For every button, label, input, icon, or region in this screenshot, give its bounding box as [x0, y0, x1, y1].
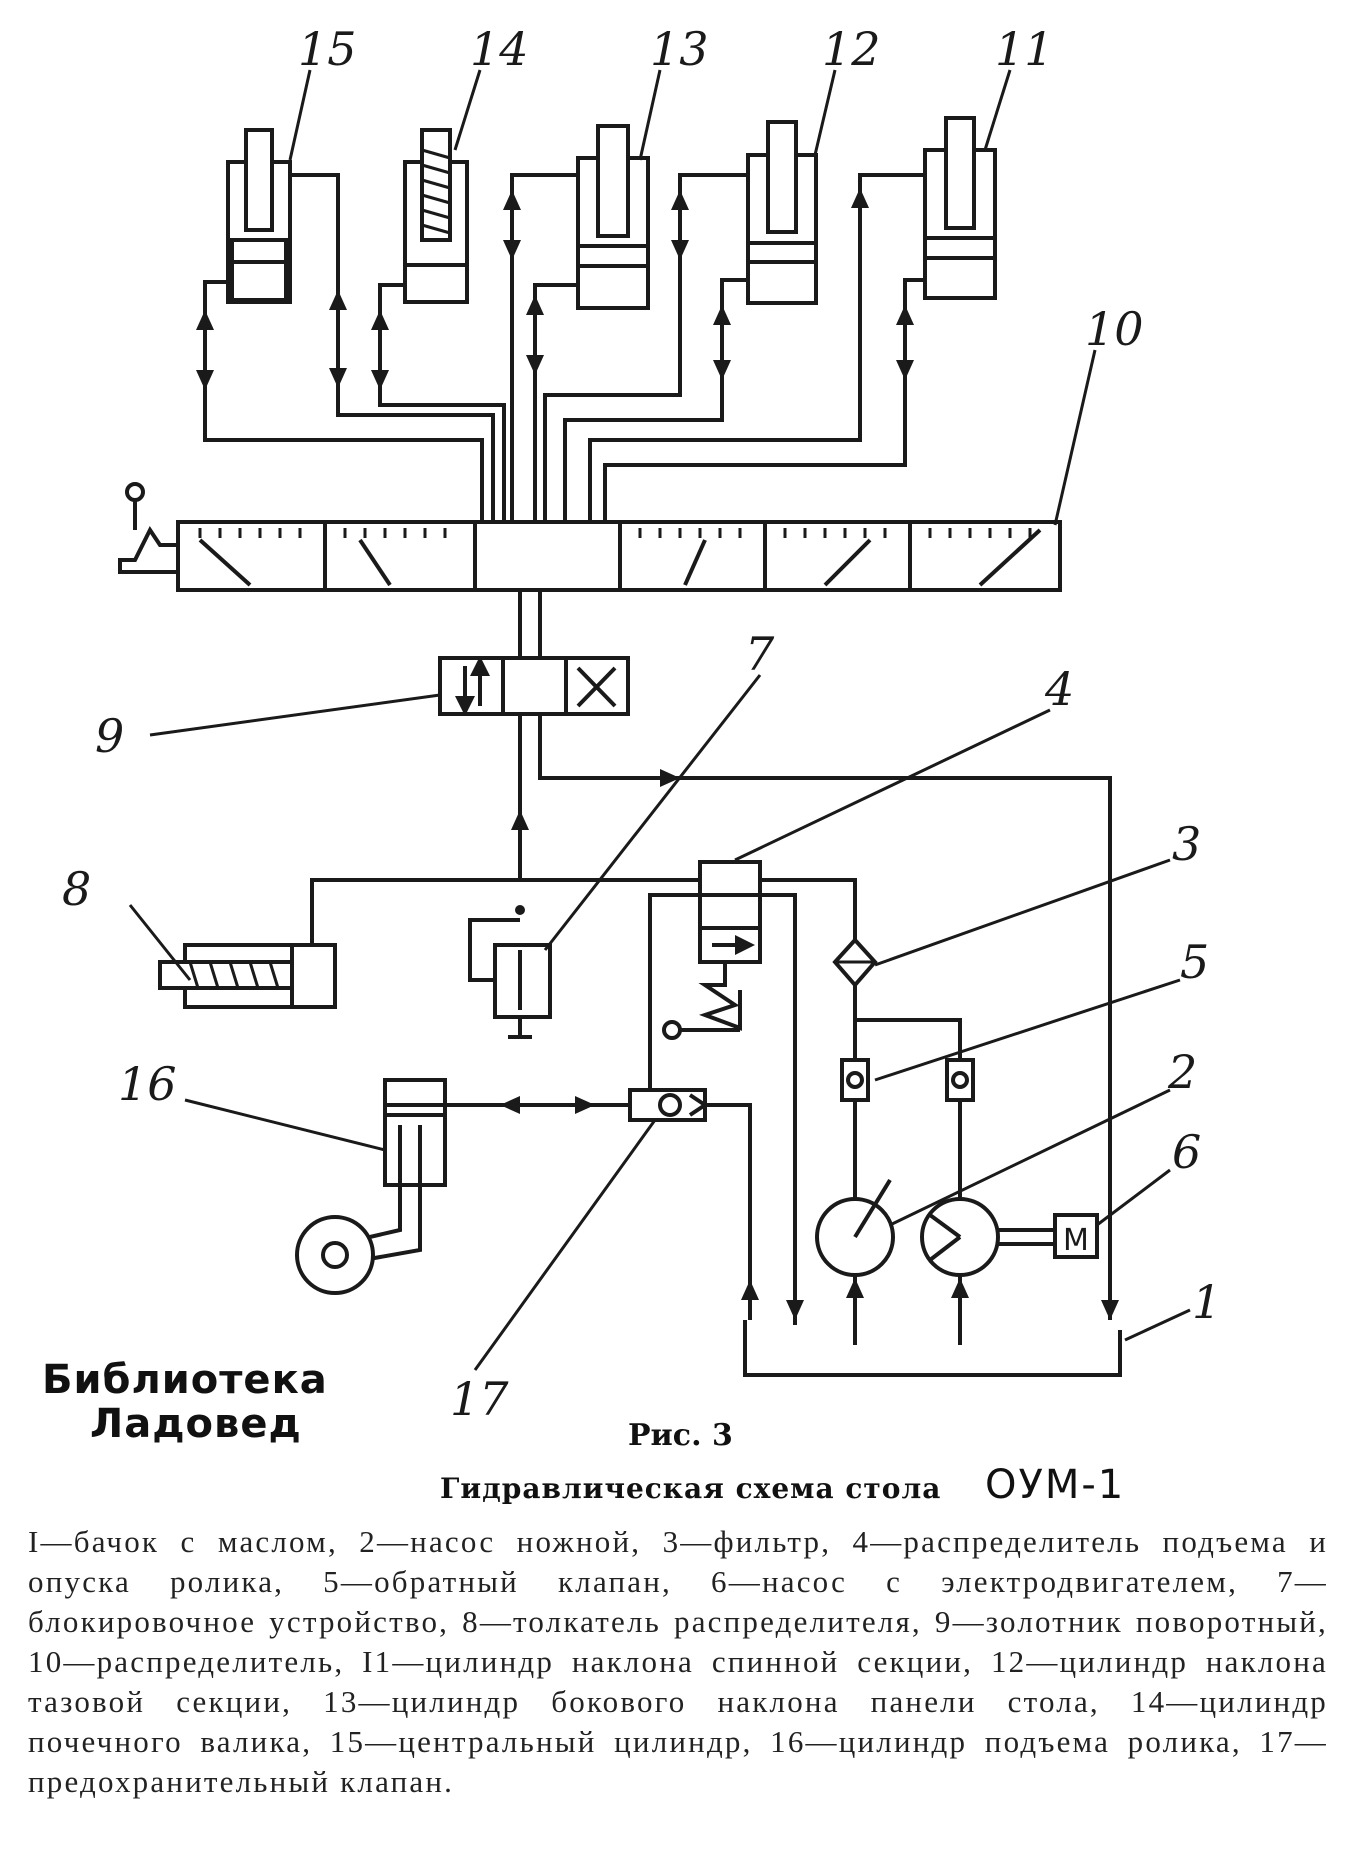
flow-arrows-top — [196, 188, 914, 390]
cylinder-11 — [923, 116, 997, 300]
label-17: 17 — [450, 1372, 509, 1426]
label-7: 7 — [745, 627, 775, 681]
distributor-4 — [648, 860, 797, 1325]
label-10: 10 — [1085, 302, 1144, 356]
distributor-10 — [118, 482, 1062, 592]
motor-pump-6: M — [920, 1197, 1099, 1345]
roller-cylinder-16 — [295, 1078, 447, 1295]
blocking-device-7 — [468, 905, 552, 1039]
label-6: 6 — [1172, 1125, 1201, 1179]
label-14: 14 — [470, 22, 529, 76]
cylinder-12 — [746, 120, 818, 305]
motor-letter: M — [1063, 1223, 1089, 1258]
cylinder-15 — [226, 128, 292, 304]
callout-lines — [128, 69, 1191, 1371]
label-2: 2 — [1167, 1045, 1197, 1099]
figure-title: Гидравлическая схема стола — [440, 1472, 942, 1505]
label-5: 5 — [1180, 935, 1209, 989]
label-8: 8 — [62, 862, 91, 916]
label-9: 9 — [95, 709, 124, 763]
tank-1 — [741, 1280, 1122, 1377]
spool-valve-9 — [438, 656, 630, 716]
library-watermark: Библиотека Ладовед — [42, 1358, 328, 1446]
label-3: 3 — [1172, 817, 1201, 871]
pusher-8 — [158, 943, 337, 1009]
check-valves-5 — [840, 1058, 975, 1205]
watermark-line-1: Библиотека — [42, 1357, 328, 1403]
label-13: 13 — [650, 22, 709, 76]
watermark-line-2: Ладовед — [90, 1401, 302, 1447]
label-12: 12 — [822, 22, 881, 76]
filter-3 — [832, 937, 962, 1060]
safety-valve-17 — [445, 1088, 752, 1320]
label-15: 15 — [298, 22, 357, 76]
figure-number: Рис. 3 — [628, 1418, 733, 1453]
cylinder-lines — [203, 173, 925, 530]
hand-pump-2 — [815, 1178, 895, 1345]
label-16: 16 — [118, 1057, 177, 1111]
model-name: ОУМ-1 — [985, 1462, 1126, 1508]
callout-numbers: 15 14 13 12 11 10 9 7 4 3 8 5 2 6 1 16 1… — [62, 22, 1221, 1426]
cylinder-14 — [403, 128, 469, 304]
cylinder-13 — [576, 124, 650, 310]
label-1: 1 — [1192, 1275, 1221, 1329]
label-11: 11 — [995, 22, 1054, 76]
label-4: 4 — [1044, 662, 1074, 716]
figure-legend: I—бачок с маслом, 2—насос ножной, 3—филь… — [28, 1524, 1328, 1799]
